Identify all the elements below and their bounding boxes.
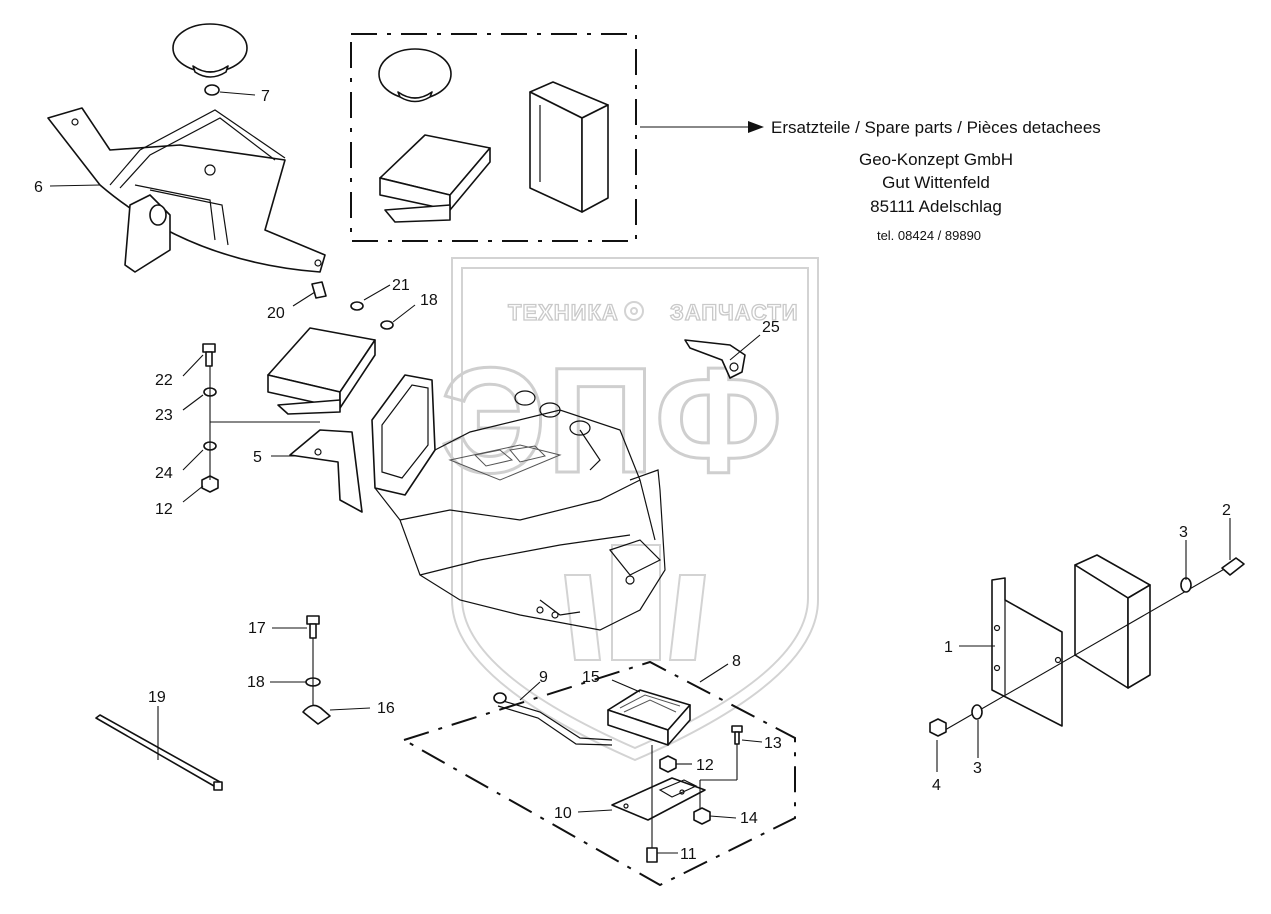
company-city: 85111 Adelschlag [870, 197, 1002, 216]
company-name: Geo-Konzept GmbH [859, 150, 1013, 169]
company-phone: tel. 08424 / 89890 [877, 228, 981, 243]
callout-15: 15 [582, 669, 600, 686]
callout-17: 17 [248, 620, 266, 637]
callout-13: 13 [764, 735, 782, 752]
callout-9: 9 [539, 669, 548, 686]
callout-16: 16 [377, 700, 395, 717]
leader-lines [49, 91, 1231, 854]
watermark-right-text: ЗАПЧАСТИ [670, 300, 799, 325]
callout-4: 4 [932, 777, 941, 794]
part-display-holder [201, 281, 394, 513]
part-19-cable-tie [95, 714, 223, 791]
callout-21: 21 [392, 277, 410, 294]
callout-25: 25 [762, 319, 780, 336]
callout-14: 14 [740, 810, 758, 827]
callout-10: 10 [554, 805, 572, 822]
machine-assembly [371, 374, 666, 631]
callout-18-top: 18 [420, 292, 438, 309]
part-8-bracket-box [403, 660, 796, 887]
watermark-left-text: ТЕХНИКА [508, 300, 619, 325]
part-6-bracket [47, 107, 326, 273]
part-knob-top [172, 23, 248, 96]
callout-5: 5 [253, 449, 262, 466]
callout-12-left: 12 [155, 501, 173, 518]
part-bolt-clamp-assembly [302, 615, 331, 725]
spare-parts-box [350, 33, 637, 242]
supplier-info: Ersatzteile / Spare parts / Pièces detac… [771, 118, 1101, 243]
callout-1: 1 [944, 639, 953, 656]
spare-parts-arrow [640, 121, 764, 133]
callout-23: 23 [155, 407, 173, 424]
callout-24: 24 [155, 465, 173, 482]
gear-icon [624, 301, 644, 321]
spare-parts-label: Ersatzteile / Spare parts / Pièces detac… [771, 118, 1101, 137]
part-25-tab [684, 339, 746, 379]
part-1-plate-assembly [929, 554, 1245, 737]
company-street: Gut Wittenfeld [882, 173, 990, 192]
callout-11: 11 [680, 846, 697, 863]
callout-8: 8 [732, 653, 741, 670]
callout-12-bottom: 12 [696, 757, 714, 774]
callout-labels: 6 7 20 21 18 22 23 24 12 5 25 2 3 1 4 3 … [34, 88, 1231, 863]
callout-3-top: 3 [1179, 524, 1188, 541]
callout-20: 20 [267, 305, 285, 322]
callout-2: 2 [1222, 502, 1231, 519]
callout-7: 7 [261, 88, 270, 105]
callout-19: 19 [148, 689, 166, 706]
callout-18-bottom: 18 [247, 674, 265, 691]
callout-6: 6 [34, 179, 43, 196]
callout-3-bottom: 3 [973, 760, 982, 777]
callout-22: 22 [155, 372, 173, 389]
